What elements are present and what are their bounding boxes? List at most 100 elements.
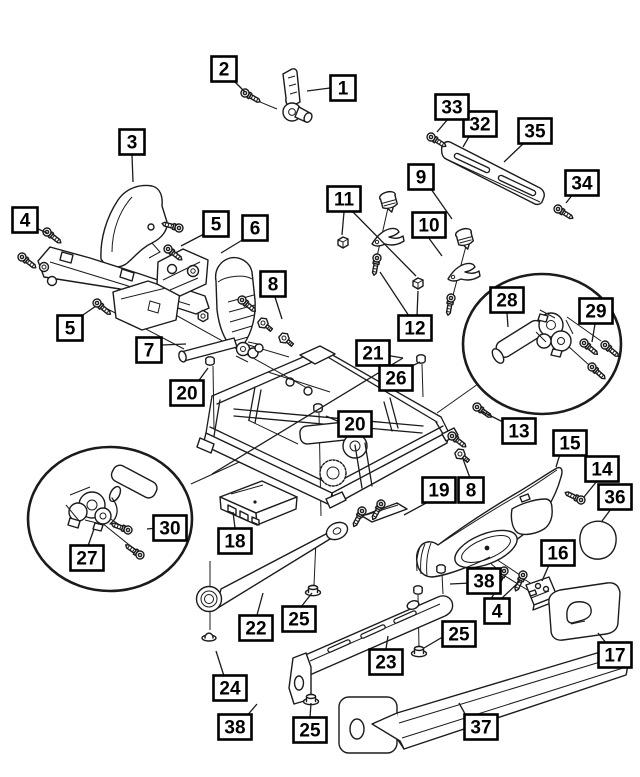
callout-leader bbox=[591, 323, 596, 343]
callout-frame[interactable] bbox=[540, 539, 576, 567]
fasteners bbox=[15, 86, 622, 706]
callout-13[interactable]: 13 bbox=[501, 417, 537, 445]
fastener-cnut bbox=[201, 632, 217, 642]
callout-4[interactable]: 4 bbox=[483, 597, 511, 625]
fastener-clip bbox=[453, 226, 477, 252]
callout-frame[interactable] bbox=[326, 185, 362, 213]
callout-29[interactable]: 29 bbox=[578, 297, 614, 325]
callout-frame[interactable] bbox=[434, 93, 470, 121]
callout-8[interactable]: 8 bbox=[457, 476, 485, 504]
callout-23[interactable]: 23 bbox=[368, 648, 404, 676]
callout-30[interactable]: 30 bbox=[152, 514, 188, 542]
callout-20[interactable]: 20 bbox=[169, 379, 205, 407]
callout-15[interactable]: 15 bbox=[552, 429, 588, 457]
callout-4[interactable]: 4 bbox=[11, 206, 39, 234]
callout-frame[interactable] bbox=[597, 483, 633, 511]
callout-number: 30 bbox=[159, 519, 180, 540]
callout-frame[interactable] bbox=[210, 55, 238, 83]
callout-frame[interactable] bbox=[517, 117, 553, 145]
callout-frame[interactable] bbox=[489, 286, 525, 314]
callout-frame[interactable] bbox=[564, 169, 600, 197]
callout-frame[interactable] bbox=[397, 314, 433, 342]
fastener-hex bbox=[276, 330, 297, 350]
callout-frame[interactable] bbox=[441, 620, 477, 648]
callout-frame[interactable] bbox=[152, 514, 188, 542]
callout-frame[interactable] bbox=[578, 297, 614, 325]
callout-number: 26 bbox=[385, 369, 406, 390]
callout-frame[interactable] bbox=[337, 410, 373, 438]
callout-frame[interactable] bbox=[584, 455, 620, 483]
callout-frame[interactable] bbox=[411, 211, 447, 239]
callout-frame[interactable] bbox=[355, 339, 391, 367]
callout-frame[interactable] bbox=[292, 716, 328, 744]
callout-17[interactable]: 17 bbox=[597, 641, 633, 669]
callout-38[interactable]: 38 bbox=[466, 567, 502, 595]
callout-1[interactable]: 1 bbox=[329, 74, 357, 102]
callout-5[interactable]: 5 bbox=[202, 210, 230, 238]
callout-frame[interactable] bbox=[597, 641, 633, 669]
callout-frame[interactable] bbox=[463, 713, 499, 741]
callout-12[interactable]: 12 bbox=[397, 314, 433, 342]
callout-14[interactable]: 14 bbox=[584, 455, 620, 483]
callout-9[interactable]: 9 bbox=[407, 163, 435, 191]
callout-19[interactable]: 19 bbox=[421, 476, 457, 504]
callout-28[interactable]: 28 bbox=[489, 286, 525, 314]
callout-frame[interactable] bbox=[259, 270, 287, 298]
callout-26[interactable]: 26 bbox=[378, 364, 414, 392]
callout-frame[interactable] bbox=[135, 336, 163, 364]
callout-21[interactable]: 21 bbox=[355, 339, 391, 367]
callout-22[interactable]: 22 bbox=[238, 614, 274, 642]
callout-5[interactable]: 5 bbox=[56, 314, 84, 342]
callout-frame[interactable] bbox=[238, 614, 274, 642]
callout-11[interactable]: 11 bbox=[326, 185, 362, 213]
callout-frame[interactable] bbox=[378, 364, 414, 392]
callout-10[interactable]: 10 bbox=[411, 211, 447, 239]
callout-frame[interactable] bbox=[483, 597, 511, 625]
callout-25[interactable]: 25 bbox=[281, 605, 317, 633]
fastener-screw bbox=[470, 400, 495, 422]
callout-37[interactable]: 37 bbox=[463, 713, 499, 741]
callout-leader bbox=[306, 87, 331, 92]
callout-36[interactable]: 36 bbox=[597, 483, 633, 511]
callout-frame[interactable] bbox=[552, 429, 588, 457]
callout-27[interactable]: 27 bbox=[69, 544, 105, 572]
magnifier-circle bbox=[26, 445, 194, 593]
callout-frame[interactable] bbox=[169, 379, 205, 407]
callout-frame[interactable] bbox=[118, 128, 146, 156]
callout-34[interactable]: 34 bbox=[564, 169, 600, 197]
callout-frame[interactable] bbox=[466, 567, 502, 595]
callout-frame[interactable] bbox=[217, 713, 253, 741]
callout-frame[interactable] bbox=[217, 527, 253, 555]
callout-frame[interactable] bbox=[212, 674, 248, 702]
callout-8[interactable]: 8 bbox=[259, 270, 287, 298]
callout-16[interactable]: 16 bbox=[540, 539, 576, 567]
callout-18[interactable]: 18 bbox=[217, 527, 253, 555]
callout-25[interactable]: 25 bbox=[292, 716, 328, 744]
callout-frame[interactable] bbox=[11, 206, 39, 234]
callout-frame[interactable] bbox=[421, 476, 457, 504]
callout-32[interactable]: 32 bbox=[462, 110, 498, 138]
callout-24[interactable]: 24 bbox=[212, 674, 248, 702]
callout-33[interactable]: 33 bbox=[434, 93, 470, 121]
callout-frame[interactable] bbox=[457, 476, 485, 504]
callout-frame[interactable] bbox=[329, 74, 357, 102]
callout-number: 34 bbox=[571, 174, 593, 195]
callout-frame[interactable] bbox=[407, 163, 435, 191]
callout-7[interactable]: 7 bbox=[135, 336, 163, 364]
callout-6[interactable]: 6 bbox=[241, 214, 269, 242]
callout-25[interactable]: 25 bbox=[441, 620, 477, 648]
callout-number: 17 bbox=[604, 646, 625, 667]
callout-frame[interactable] bbox=[202, 210, 230, 238]
callout-frame[interactable] bbox=[69, 544, 105, 572]
callout-20[interactable]: 20 bbox=[337, 410, 373, 438]
callout-38[interactable]: 38 bbox=[217, 713, 253, 741]
callout-frame[interactable] bbox=[56, 314, 84, 342]
fastener-hex bbox=[255, 315, 276, 335]
callout-3[interactable]: 3 bbox=[118, 128, 146, 156]
callout-frame[interactable] bbox=[241, 214, 269, 242]
callout-frame[interactable] bbox=[281, 605, 317, 633]
callout-35[interactable]: 35 bbox=[517, 117, 553, 145]
callout-frame[interactable] bbox=[501, 417, 537, 445]
callout-frame[interactable] bbox=[368, 648, 404, 676]
callout-2[interactable]: 2 bbox=[210, 55, 238, 83]
